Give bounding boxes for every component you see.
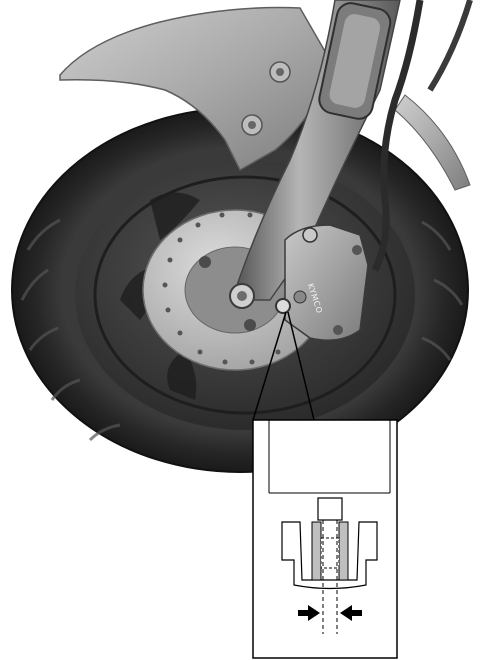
tire-tread xyxy=(20,218,464,442)
callout-line-left xyxy=(252,311,287,421)
disc-bolt xyxy=(199,256,211,268)
inset-brake-pad-left xyxy=(311,521,322,581)
caliper-pin-bolt xyxy=(275,298,291,314)
front-fork xyxy=(229,0,473,309)
disc-holes xyxy=(162,212,281,365)
inset-arrow-left xyxy=(340,605,362,621)
inset-detail-diagram xyxy=(252,419,398,659)
brake-hose xyxy=(371,0,424,272)
caliper-bolt xyxy=(302,227,318,243)
callout-line-right xyxy=(287,311,315,421)
inset-caliper-outline xyxy=(281,521,378,590)
disc-bolt xyxy=(244,319,256,331)
inset-brake-pad-right xyxy=(338,521,349,581)
inset-arrow-right xyxy=(298,605,320,621)
brake-caliper: KYMCO xyxy=(275,224,369,341)
inset-pin-head xyxy=(317,497,343,521)
front-fender xyxy=(59,6,471,191)
